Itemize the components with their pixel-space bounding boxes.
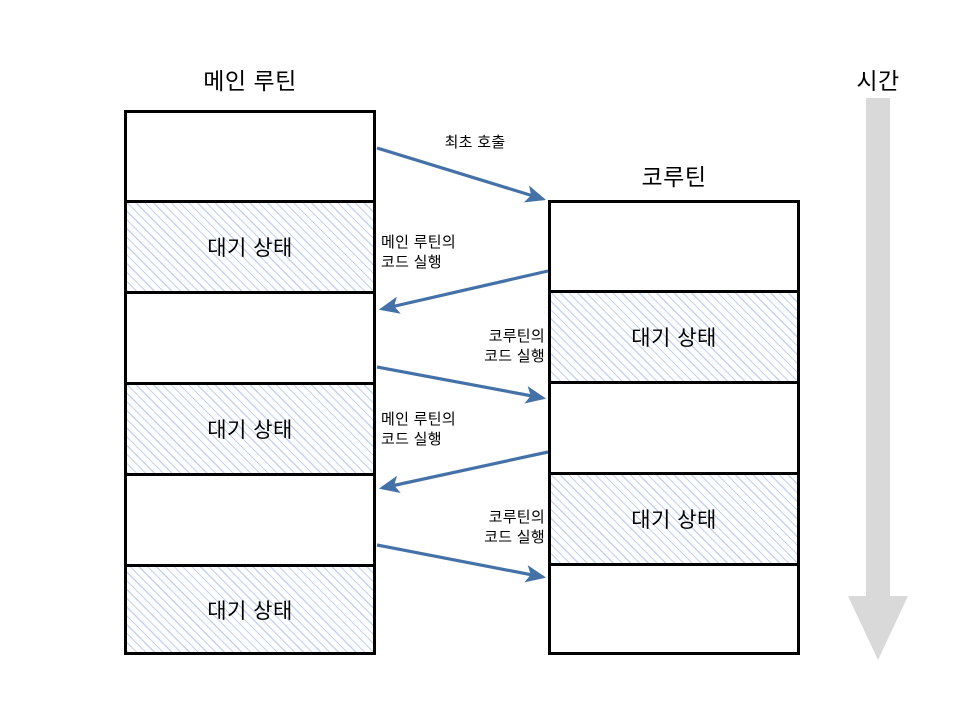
main-segment-3: 대기 상태 — [127, 385, 373, 476]
time-direction-arrow-icon — [848, 98, 908, 660]
coroutine-segment-4 — [551, 566, 797, 652]
arrow-label-resume-coroutine-2: 코루틴의 코드 실행 — [484, 509, 545, 547]
coroutine-lifeline: 대기 상태 대기 상태 — [548, 200, 800, 655]
main-segment-0 — [127, 113, 373, 203]
coroutine-segment-1-label: 대기 상태 — [631, 327, 717, 350]
time-axis-title: 시간 — [856, 68, 900, 94]
arrow-resume-coroutine-2 — [376, 543, 547, 583]
main-segment-1: 대기 상태 — [127, 203, 373, 294]
coroutine-segment-3: 대기 상태 — [551, 475, 797, 566]
coroutine-segment-3-label: 대기 상태 — [631, 509, 717, 532]
main-routine-title: 메인 루틴 — [203, 68, 297, 94]
arrow-initial-call — [376, 146, 547, 203]
coroutine-segment-1: 대기 상태 — [551, 293, 797, 384]
coroutine-title: 코루틴 — [641, 164, 707, 190]
main-routine-lifeline: 대기 상태 대기 상태 대기 상태 — [124, 110, 376, 655]
arrow-label-resume-main-2: 메인 루틴의 코드 실행 — [381, 411, 456, 449]
main-segment-4 — [127, 476, 373, 567]
coroutine-segment-2 — [551, 384, 797, 475]
main-segment-2 — [127, 294, 373, 385]
coroutine-segment-0 — [551, 203, 797, 293]
arrow-label-resume-coroutine-1: 코루틴의 코드 실행 — [484, 328, 545, 366]
arrow-label-initial-call: 최초 호출 — [444, 134, 506, 151]
main-segment-5-label: 대기 상태 — [207, 599, 293, 623]
main-segment-5: 대기 상태 — [127, 567, 373, 652]
arrow-resume-main-1 — [378, 269, 549, 314]
arrow-label-resume-main-1: 메인 루틴의 코드 실행 — [381, 234, 456, 272]
main-segment-3-label: 대기 상태 — [207, 419, 293, 442]
main-segment-1-label: 대기 상태 — [207, 237, 293, 260]
arrow-resume-main-2 — [378, 450, 549, 493]
arrow-resume-coroutine-1 — [376, 365, 547, 404]
